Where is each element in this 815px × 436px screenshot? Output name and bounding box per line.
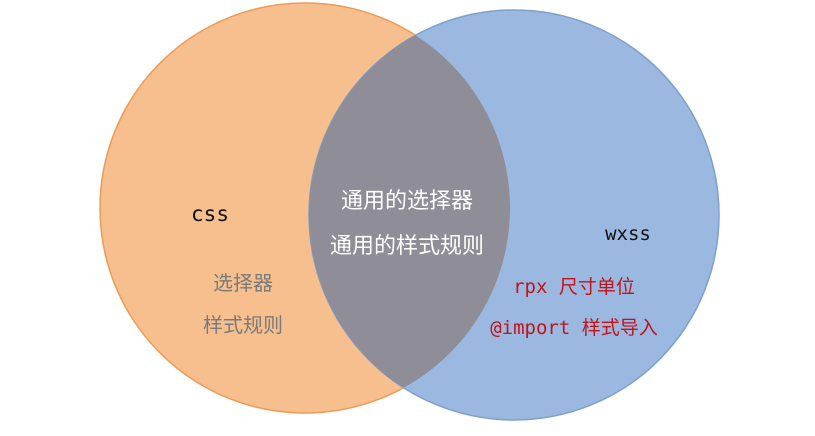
css-label: css [191, 202, 229, 226]
wxss-item-rpx: rpx 尺寸单位 [513, 276, 635, 298]
wxss-item-import: @import 样式导入 [490, 317, 658, 339]
css-item-style-rules: 样式规则 [203, 313, 283, 337]
common-item-style-rules: 通用的样式规则 [330, 234, 484, 259]
common-item-selector: 通用的选择器 [341, 189, 473, 214]
intersection-region [309, 10, 510, 413]
wxss-label: wxss [605, 223, 651, 245]
css-item-selector: 选择器 [213, 271, 273, 295]
